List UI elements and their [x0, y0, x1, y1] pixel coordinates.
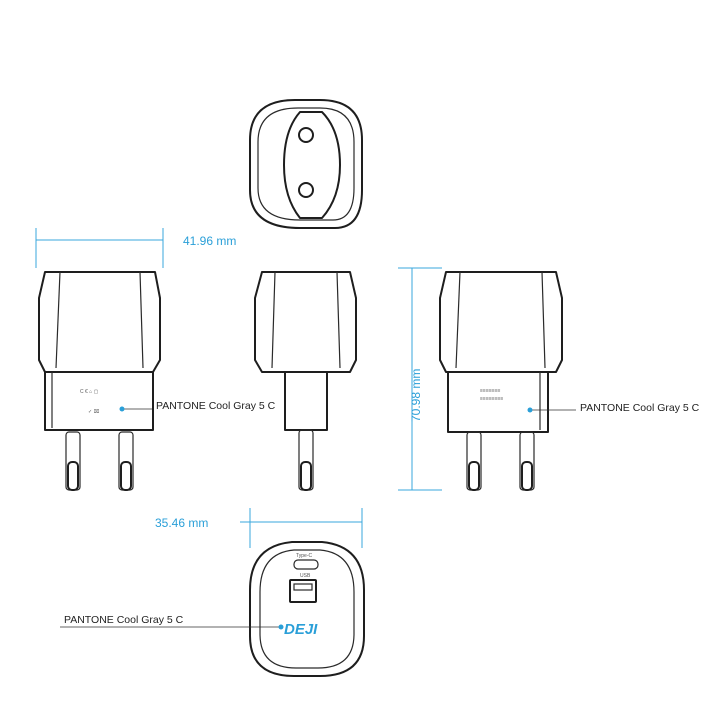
usb-c-port — [293, 559, 319, 570]
top-view-plug-face — [249, 99, 363, 229]
bottom-callout-label: PANTONE Cool Gray 5 C — [64, 614, 184, 626]
brand-logo: DEJI — [284, 621, 318, 638]
width-dimension: 41.96 mm — [35, 228, 236, 268]
left-callout-label: PANTONE Cool Gray 5 C — [156, 400, 276, 412]
height-dimension: 70.98 mm — [398, 267, 442, 491]
right-view-callout: PANTONE Cool Gray 5 C — [527, 402, 700, 414]
svg-text:≡≡≡≡≡≡≡: ≡≡≡≡≡≡≡ — [480, 388, 501, 394]
height-label: 70.98 mm — [409, 369, 423, 422]
usb-a-port — [289, 579, 317, 603]
depth-dimension: 35.46 mm — [155, 508, 363, 548]
left-view-callout: PANTONE Cool Gray 5 C — [119, 400, 276, 412]
svg-text:C € ⌂ ▢: C € ⌂ ▢ — [80, 389, 99, 395]
right-side-view: ≡≡≡≡≡≡≡ ≡≡≡≡≡≡≡≡ — [439, 271, 563, 491]
width-label: 41.96 mm — [183, 234, 236, 248]
svg-text:≡≡≡≡≡≡≡≡: ≡≡≡≡≡≡≡≡ — [480, 396, 503, 402]
bottom-view-callout: PANTONE Cool Gray 5 C — [60, 614, 284, 630]
bottom-view-port-face: Type-C USB DEJI — [249, 541, 365, 677]
front-view — [254, 271, 357, 491]
left-side-view: C € ⌂ ▢ ✓ ⌧ — [38, 271, 161, 491]
usb-a-label: USB — [300, 573, 311, 579]
usb-c-label: Type-C — [296, 553, 313, 559]
svg-text:✓ ⌧: ✓ ⌧ — [88, 409, 100, 415]
depth-label: 35.46 mm — [155, 516, 208, 530]
right-callout-label: PANTONE Cool Gray 5 C — [580, 402, 700, 414]
